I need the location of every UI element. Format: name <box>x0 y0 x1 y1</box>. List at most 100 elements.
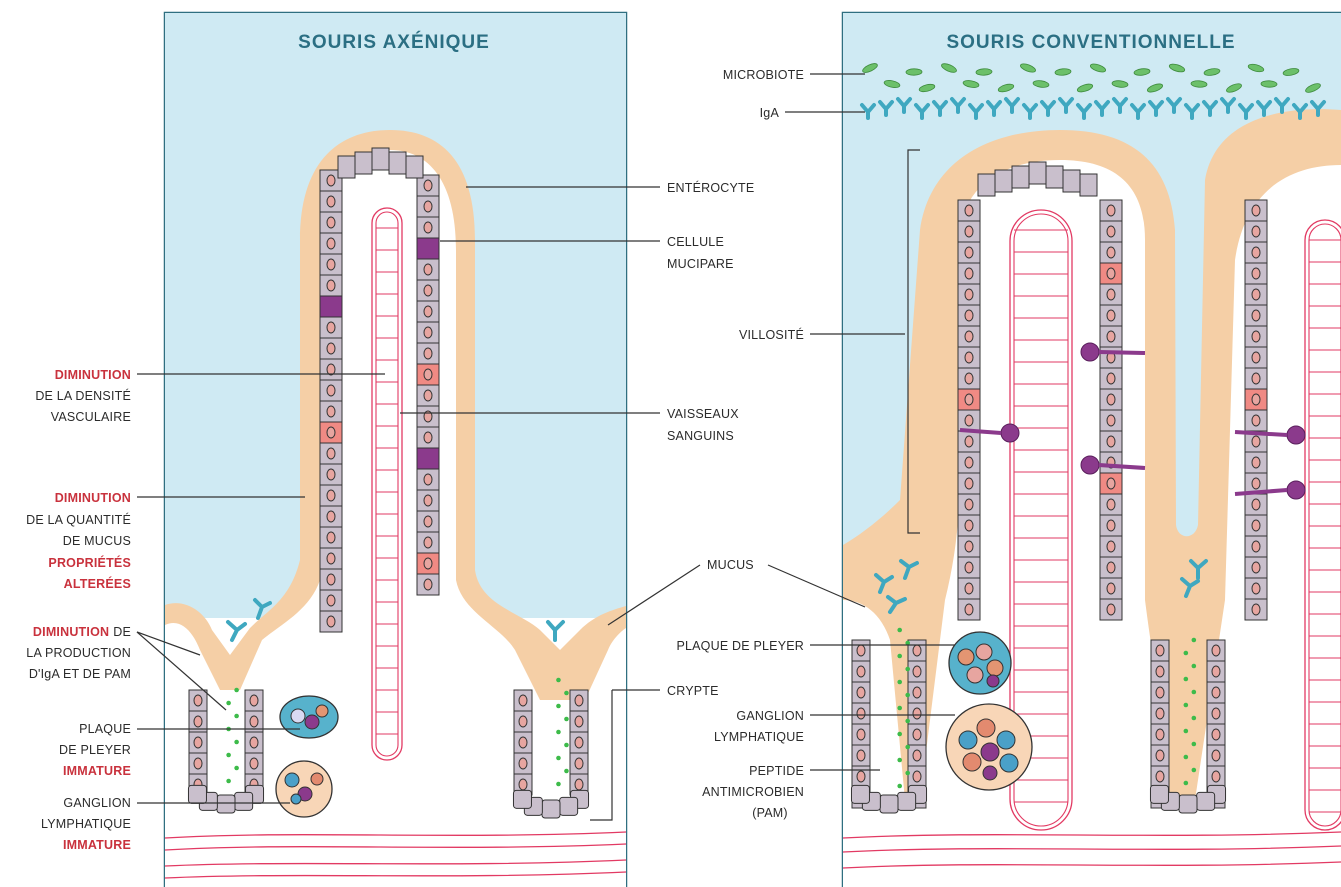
cell-nucleus <box>327 322 335 333</box>
pam-dot <box>556 756 561 761</box>
enterocyte-cell <box>1012 166 1029 188</box>
cell-nucleus <box>1212 687 1220 698</box>
cell-nucleus <box>327 616 335 627</box>
cell-nucleus <box>1107 226 1115 237</box>
cell-nucleus <box>965 247 973 258</box>
enterocyte-cell <box>1046 166 1063 188</box>
cell-nucleus <box>424 285 432 296</box>
cell-nucleus <box>965 520 973 531</box>
cell-nucleus <box>857 645 865 656</box>
cell-nucleus <box>965 457 973 468</box>
cell-nucleus <box>327 175 335 186</box>
pam-dot <box>226 701 231 706</box>
pam-dot <box>1192 742 1197 747</box>
enterocyte-cell <box>1150 785 1168 803</box>
pam-dot <box>234 766 239 771</box>
cell-nucleus <box>250 758 258 769</box>
enterocyte-cell <box>560 797 578 815</box>
cell-nucleus <box>1156 729 1164 740</box>
cell-nucleus <box>1107 247 1115 258</box>
cell-nucleus <box>857 666 865 677</box>
center-labels: ENTÉROCYTE CELLULE MUCIPARE VAISSEAUX SA… <box>667 180 754 698</box>
cell-nucleus <box>327 595 335 606</box>
peyer-patch-line1: PLAQUE <box>79 722 131 736</box>
enterocyte-cell <box>217 795 235 813</box>
cell-nucleus <box>913 771 921 782</box>
cell-nucleus <box>575 737 583 748</box>
cell-nucleus <box>424 180 432 191</box>
cell-nucleus <box>965 604 973 615</box>
enterocyte-cell <box>542 800 560 818</box>
cell-nucleus <box>424 222 432 233</box>
cell-nucleus <box>1107 520 1115 531</box>
enterocyte-cell <box>1063 170 1080 192</box>
cell-nucleus <box>1107 562 1115 573</box>
mucus-properties-highlight1: PROPRIÉTÉS <box>48 555 131 570</box>
cell-nucleus <box>857 771 865 782</box>
cell-nucleus <box>194 758 202 769</box>
pam-dot <box>556 678 561 683</box>
pam-dot <box>564 769 569 774</box>
peyer-patch-label: PLAQUE DE PLEYER <box>676 639 804 653</box>
cell-nucleus <box>1252 415 1260 426</box>
pam-dot <box>564 691 569 696</box>
cell-nucleus <box>965 268 973 279</box>
pam-dot <box>897 758 902 763</box>
enterocyte-cell <box>851 785 869 803</box>
cell-nucleus <box>1252 394 1260 405</box>
enterocyte-cell <box>188 785 206 803</box>
iga-production-title: DIMINUTIONDE <box>33 625 131 639</box>
pam-dot <box>897 628 902 633</box>
pam-dot <box>905 693 910 698</box>
cell-nucleus <box>1212 729 1220 740</box>
pam-dot <box>556 704 561 709</box>
cell-nucleus <box>965 583 973 594</box>
pam-dot <box>564 717 569 722</box>
right-peyer-patch <box>949 632 1011 694</box>
mucus-quantity-line2: DE MUCUS <box>63 534 131 548</box>
enterocyte-cell <box>995 170 1012 192</box>
cell-nucleus <box>1156 771 1164 782</box>
cell-nucleus <box>965 205 973 216</box>
pam-dot <box>556 782 561 787</box>
cell-nucleus <box>1107 394 1115 405</box>
cell-nucleus <box>857 687 865 698</box>
cell-nucleus <box>327 385 335 396</box>
cell-nucleus <box>965 394 973 405</box>
cell-nucleus <box>965 310 973 321</box>
cell-nucleus <box>327 511 335 522</box>
cell-nucleus <box>250 695 258 706</box>
cell-nucleus <box>965 499 973 510</box>
cell-nucleus <box>327 343 335 354</box>
right-lymph-node <box>946 704 1032 790</box>
enterocyte-cell <box>338 156 355 178</box>
cell-nucleus <box>327 448 335 459</box>
cell-nucleus <box>1252 541 1260 552</box>
blood-vessels-label-line2: SANGUINS <box>667 429 734 443</box>
peyer-patch-highlight: IMMATURE <box>63 764 131 778</box>
left-panel: SOURIS AXÉNIQUE <box>165 13 626 887</box>
cell-nucleus <box>519 779 527 790</box>
enterocyte-label: ENTÉROCYTE <box>667 180 754 195</box>
cell-nucleus <box>913 687 921 698</box>
pam-dot <box>1192 716 1197 721</box>
pam-dot <box>226 779 231 784</box>
microbiota-label: MICROBIOTE <box>723 68 804 82</box>
left-annotations: DIMINUTION DE LA DENSITÉ VASCULAIRE DIMI… <box>26 368 131 852</box>
cell-nucleus <box>424 474 432 485</box>
mucus-properties-highlight2: ALTERÉES <box>64 576 131 591</box>
vascular-density-line2: VASCULAIRE <box>51 410 131 424</box>
cell-nucleus <box>194 737 202 748</box>
cell-nucleus <box>519 758 527 769</box>
pam-dot <box>226 753 231 758</box>
pam-dot <box>897 706 902 711</box>
cell-nucleus <box>424 306 432 317</box>
cell-nucleus <box>327 280 335 291</box>
cell-nucleus <box>913 729 921 740</box>
cell-nucleus <box>913 708 921 719</box>
lymph-node-line1: GANGLION <box>63 796 131 810</box>
pam-dot <box>1184 677 1189 682</box>
cell-nucleus <box>1156 687 1164 698</box>
cell-nucleus <box>1107 205 1115 216</box>
